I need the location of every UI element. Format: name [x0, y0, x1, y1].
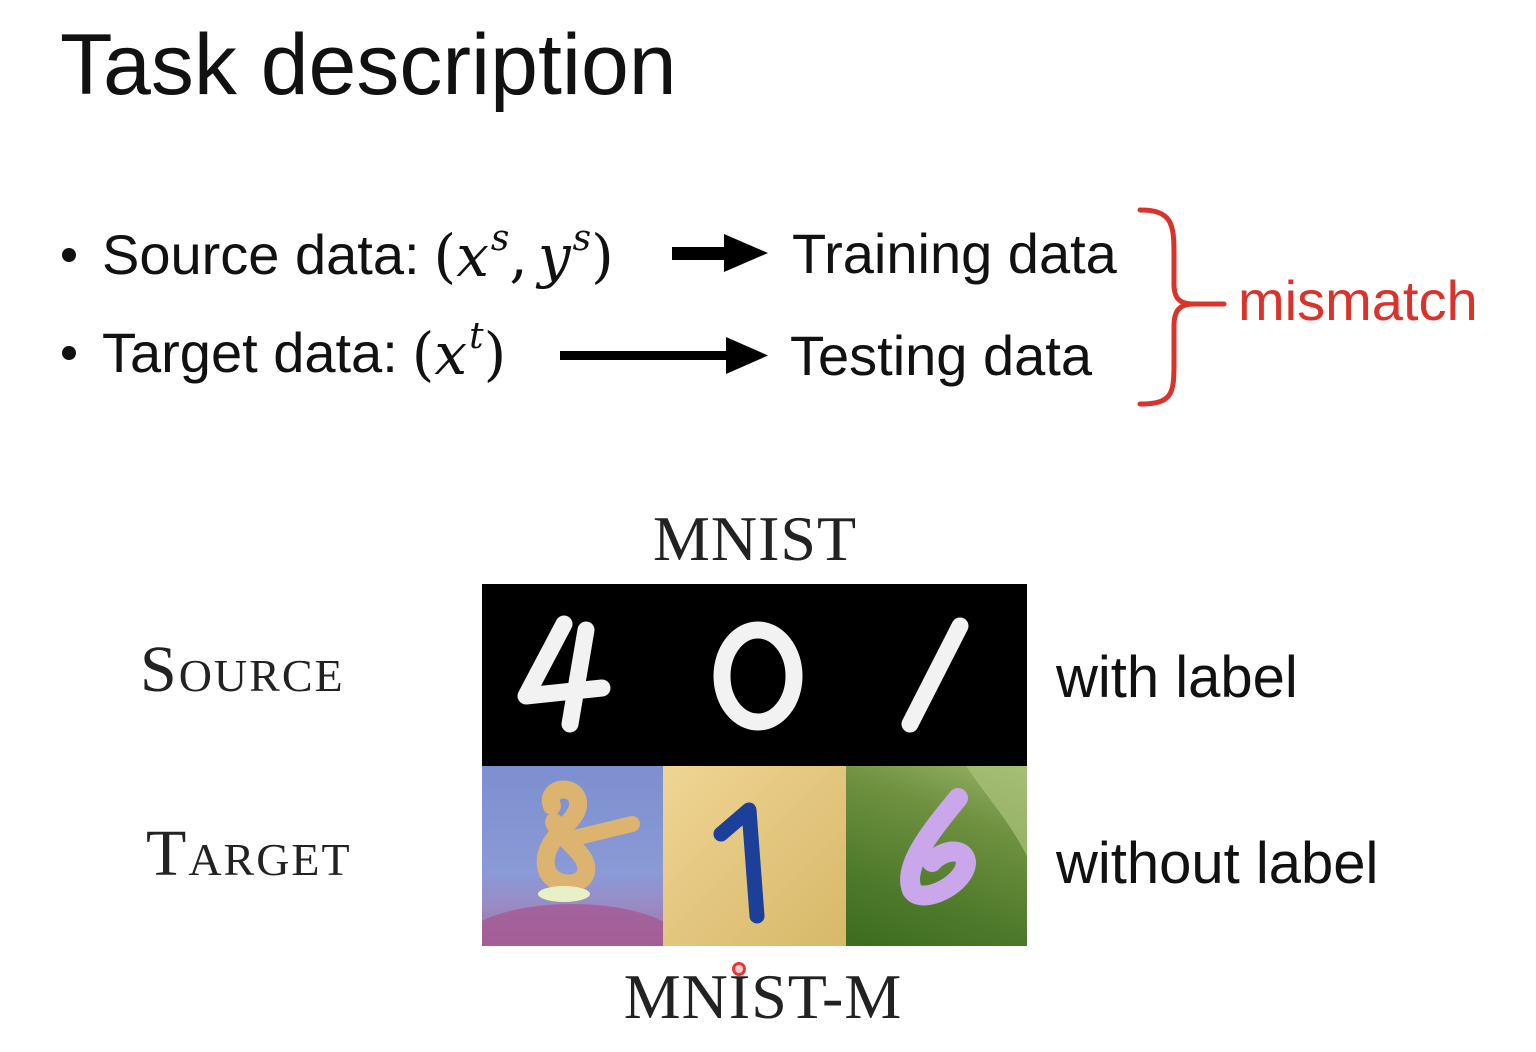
bullet-dot-icon	[62, 346, 76, 360]
source-row-label: Source	[140, 633, 345, 706]
source-data-formula: (xs,ys)	[433, 218, 614, 290]
target-data-label: Target data:	[102, 320, 398, 384]
mnist-title: MNIST	[652, 503, 858, 574]
mnist-digits-image	[517, 615, 969, 733]
with-label-note: with label	[1056, 645, 1298, 710]
bullet-source-data: Source data: (xs,ys)	[62, 214, 614, 294]
target-row-label: Target	[146, 817, 352, 890]
slide-title: Task description	[60, 17, 677, 113]
target-tile-6	[846, 766, 1027, 946]
cursor-pointer-icon	[732, 962, 746, 976]
training-data-label: Training data	[792, 222, 1117, 285]
mnist-m-title: MNIST-M	[623, 961, 903, 1032]
source-data-label: Source data:	[102, 222, 420, 286]
arrow-right-icon	[672, 234, 768, 272]
bullet-target-data: Target data: (xt)	[62, 312, 506, 392]
mnist-source-image	[482, 584, 1027, 766]
target-tile-8	[482, 766, 663, 946]
target-tile-1	[663, 766, 846, 946]
bullet-dot-icon	[62, 248, 76, 262]
arrow-right-long-icon	[560, 337, 768, 374]
curly-brace-icon	[1137, 207, 1227, 407]
digit-image-grid	[482, 584, 1027, 946]
target-data-formula: (xt)	[411, 316, 507, 388]
without-label-note: without label	[1056, 831, 1379, 896]
mismatch-label: mismatch	[1238, 269, 1478, 332]
mnist-m-target-image	[482, 766, 1027, 946]
testing-data-label: Testing data	[790, 324, 1092, 387]
